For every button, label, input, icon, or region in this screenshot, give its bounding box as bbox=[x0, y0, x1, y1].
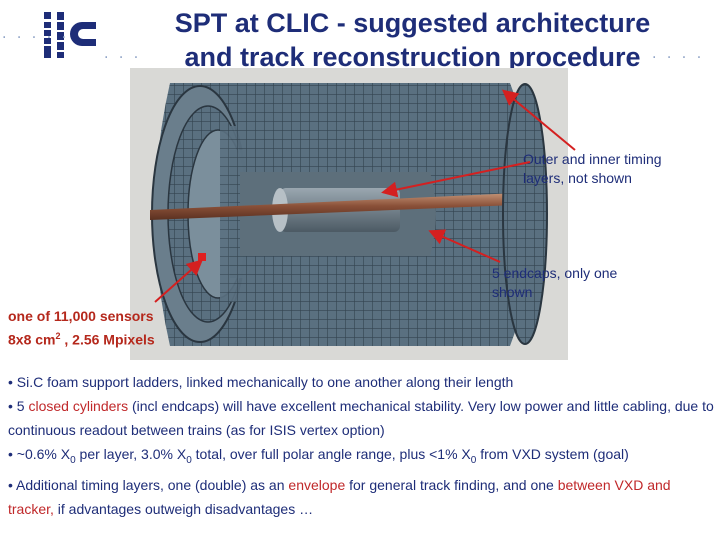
bullet-4: • Additional timing layers, one (double)… bbox=[8, 476, 671, 517]
decor-dots-right: · · · · bbox=[652, 50, 705, 66]
sensor-note-line-2: 8x8 cm2 , 2.56 Mpixels bbox=[8, 331, 155, 348]
decor-dots-mid: · · · bbox=[104, 50, 142, 66]
decor-dots-left: · · · · · bbox=[2, 30, 70, 46]
bullet-3: • ~0.6% X0 per layer, 3.0% X0 total, ove… bbox=[8, 446, 629, 466]
endcaps-note-line-1: 5 endcaps, only one bbox=[492, 265, 618, 281]
timing-layers-note: Outer and inner timing layers, not shown bbox=[523, 150, 662, 188]
title-line-1: SPT at CLIC - suggested architecture bbox=[174, 8, 651, 38]
bullet-2: • 5 closed cylinders (incl endcaps) will… bbox=[8, 398, 714, 438]
sensor-note-line-1: one of 11,000 sensors bbox=[8, 308, 154, 324]
bullet-list: • Si.C foam support ladders, linked mech… bbox=[8, 370, 716, 521]
slide-title: SPT at CLIC - suggested architecture and… bbox=[120, 6, 705, 74]
ilc-logo bbox=[44, 12, 96, 58]
sensor-note: one of 11,000 sensors 8x8 cm2 , 2.56 Mpi… bbox=[8, 306, 155, 350]
timing-note-line-1: Outer and inner timing bbox=[523, 151, 662, 167]
bullet-1: • Si.C foam support ladders, linked mech… bbox=[8, 374, 514, 390]
endcaps-note-line-2: shown bbox=[492, 284, 533, 300]
timing-note-line-2: layers, not shown bbox=[523, 170, 632, 186]
title-line-2: and track reconstruction procedure bbox=[184, 42, 641, 72]
endcaps-note: 5 endcaps, only one shown bbox=[492, 264, 617, 302]
tracker-figure bbox=[130, 68, 568, 360]
